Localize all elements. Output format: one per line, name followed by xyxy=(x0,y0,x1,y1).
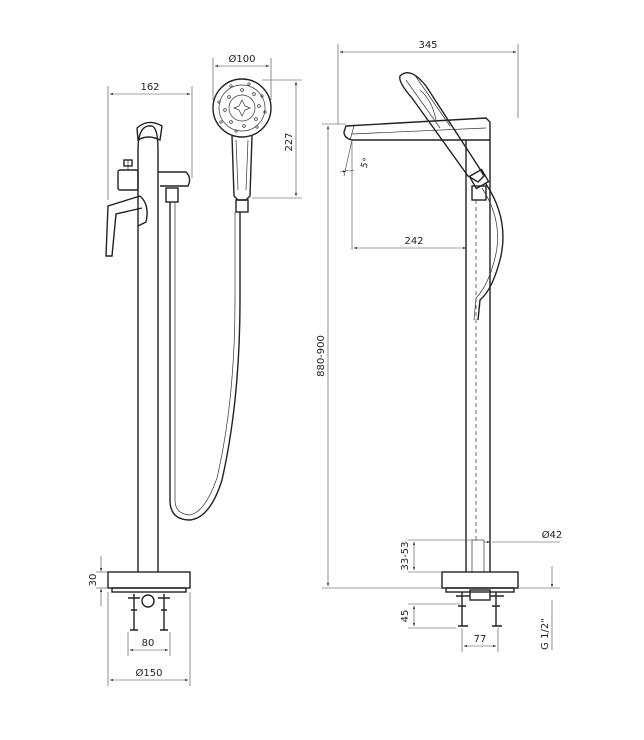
dim-spout-reach: 242 xyxy=(353,236,467,250)
dim-pipe-diameter: Ø42 xyxy=(484,529,563,544)
dim-label-pipe-diameter: Ø42 xyxy=(542,529,563,541)
side-spout xyxy=(343,117,491,141)
dim-label-total-height: 880-900 xyxy=(316,335,327,377)
dim-base-diameter: Ø150 xyxy=(107,592,191,686)
dim-label-spout-reach: 242 xyxy=(404,236,423,247)
dim-tilt-angle: 5° xyxy=(339,139,373,250)
dim-label-head-diameter: Ø100 xyxy=(229,53,256,65)
front-column xyxy=(105,121,191,572)
dim-side-fixing-width: 77 xyxy=(461,628,499,652)
dim-label-base-diameter: Ø150 xyxy=(136,667,163,679)
dim-adjust-range: 33-53 xyxy=(400,539,472,573)
dim-head-height: 227 xyxy=(252,79,302,199)
dim-label-thread: G 1/2" xyxy=(540,618,551,650)
front-view: 162 Ø100 227 30 80 xyxy=(88,53,302,686)
dim-label-side-fixing-width: 77 xyxy=(474,634,487,645)
dim-label-fixing-spacing: 80 xyxy=(142,638,155,649)
dim-label-head-height: 227 xyxy=(284,132,295,151)
side-shower-head xyxy=(399,72,490,190)
dim-fixing-depth: 45 xyxy=(400,603,460,629)
front-base xyxy=(107,571,191,631)
front-hose xyxy=(169,202,241,521)
dim-label-fixing-depth: 45 xyxy=(400,610,411,623)
dim-label-overall-depth: 345 xyxy=(418,40,437,51)
dim-label-front-width: 162 xyxy=(140,82,159,93)
side-view: 345 5° 242 880-900 Ø42 xyxy=(316,40,562,652)
side-base xyxy=(441,571,519,627)
dim-label-tilt-angle: 5° xyxy=(360,157,373,170)
dim-front-width: 162 xyxy=(107,82,193,200)
side-hose xyxy=(477,183,504,321)
dim-fixing-spacing: 80 xyxy=(127,632,171,656)
dim-total-height: 880-900 xyxy=(316,123,442,589)
front-shower-head xyxy=(212,78,272,213)
side-column xyxy=(465,140,491,572)
dim-thread: G 1/2" xyxy=(518,566,560,650)
dim-label-base-thickness: 30 xyxy=(88,574,99,587)
dim-base-thickness: 30 xyxy=(88,556,108,606)
dim-head-diameter: Ø100 xyxy=(212,53,272,100)
dim-overall-depth: 345 xyxy=(337,40,519,124)
dim-label-adjust-range: 33-53 xyxy=(400,541,411,570)
